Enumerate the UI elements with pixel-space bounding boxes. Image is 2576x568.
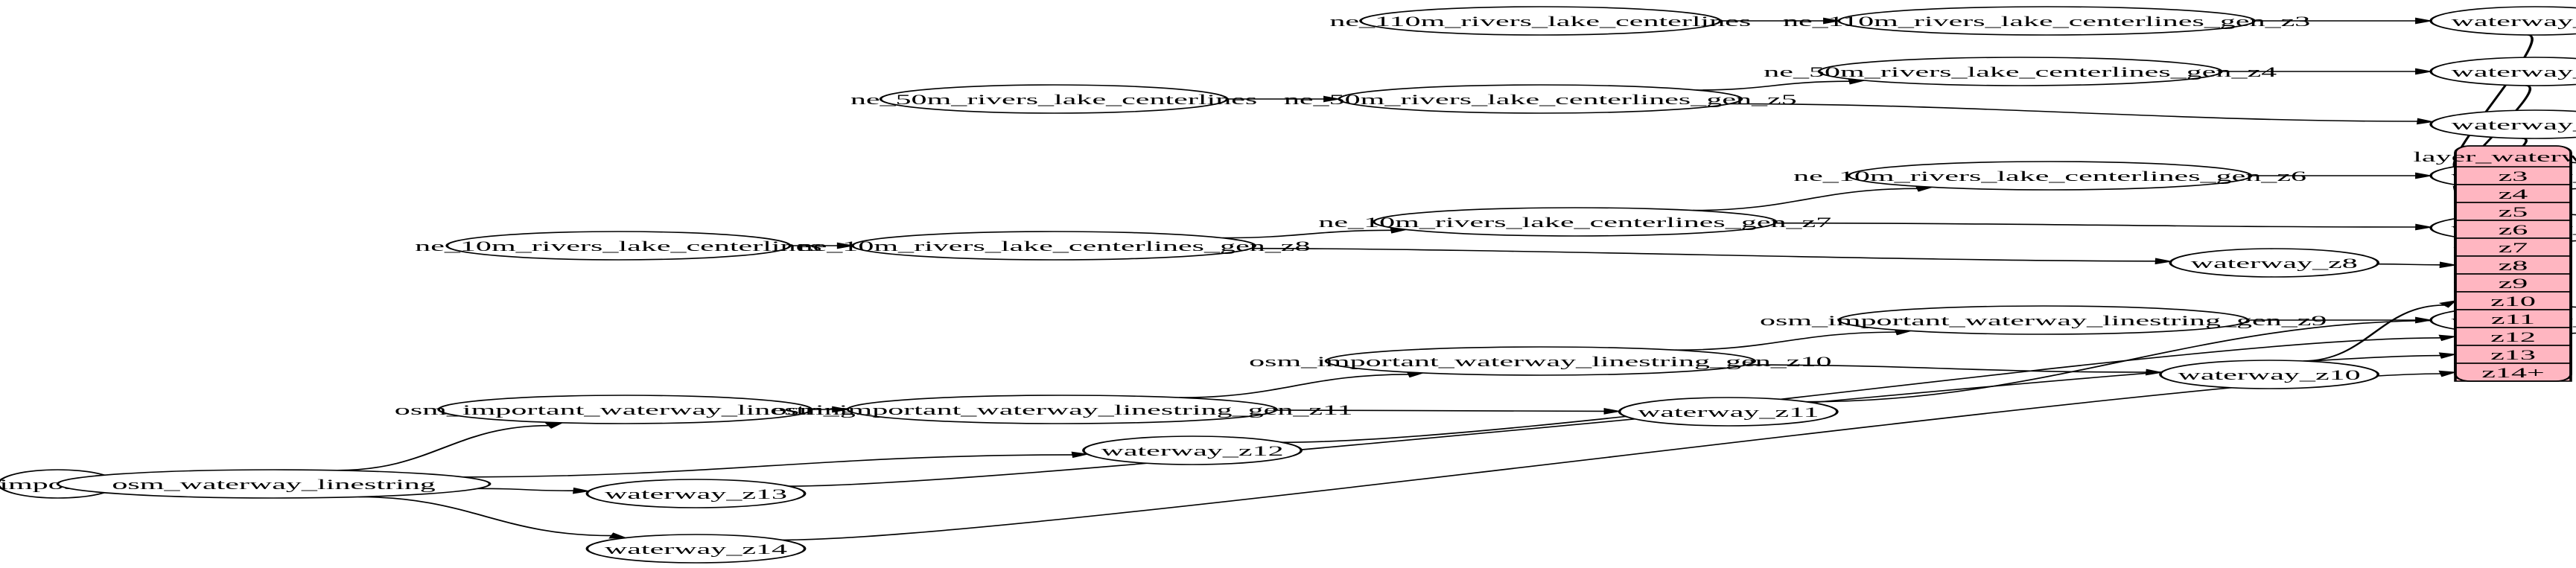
node-osm_important_waterway_linestring_gen_z9[interactable]: osm_important_waterway_linestring_gen_z9 [1760, 305, 2327, 335]
edge-ne_10m_rivers_lake_centerlines_gen_z8-to-waterway_z8 [1250, 247, 2156, 262]
layer-waterway-table-border [2454, 145, 2572, 382]
layer-waterway-row-z11[interactable] [2454, 309, 2572, 328]
node-waterway_z10[interactable]: waterway_z10 [2159, 360, 2380, 389]
edge-arrowhead-ne_10m_rivers_lake_centerlines_gen_z6-to-waterway_z6 [2415, 172, 2434, 179]
node-shape-ne_10m_rivers_lake_centerlines_gen_z8 [851, 231, 1256, 261]
edge-waterway_z8-to-layer_waterway.z8 [2377, 263, 2440, 266]
edge-waterway_z10-to-layer_waterway.z10 [2303, 304, 2445, 362]
node-waterway_z3[interactable]: waterway_z3 [2429, 6, 2576, 36]
layer-waterway-row-z12[interactable] [2454, 327, 2572, 346]
node-shape-waterway_z5 [2429, 109, 2576, 139]
edge-waterway_z12-to-layer_waterway.z12 [1282, 337, 2441, 443]
node-shape-waterway_z14 [585, 534, 807, 564]
node-shape-ne_10m_rivers_lake_centerlines_gen_z7 [1372, 207, 1778, 237]
node-ne_10m_rivers_lake_centerlines_gen_z8[interactable]: ne_10m_rivers_lake_centerlines_gen_z8 [798, 231, 1311, 261]
node-shape-waterway_z8 [2169, 248, 2380, 278]
node-shape-osm_waterway_linestring [56, 469, 492, 499]
node-shape-ne_110m_rivers_lake_centerlines_gen_z3 [1837, 6, 2256, 36]
node-shape-waterway_z4 [2429, 57, 2576, 86]
layer-waterway-row-z10[interactable] [2454, 291, 2572, 310]
edge-ne_10m_rivers_lake_centerlines_gen_z7-to-ne_10m_rivers_lake_centerlines_gen_z6 [1693, 188, 1918, 211]
layer-waterway-row-z9[interactable] [2454, 273, 2572, 293]
edge-arrowhead-osm_important_waterway_linestring_gen_z11-to-waterway_z11 [1603, 408, 1622, 415]
layer-waterway-row-z3[interactable] [2454, 166, 2572, 185]
edge-ne_50m_rivers_lake_centerlines_gen_z5-to-waterway_z5 [1729, 103, 2418, 122]
edge-arrowhead-ne_10m_rivers_lake_centerlines_gen_z8-to-waterway_z8 [2154, 258, 2173, 265]
layer-waterway-row-z4[interactable] [2454, 184, 2572, 203]
edge-osm_important_waterway_linestring_gen_z10-to-waterway_z10 [1746, 364, 2147, 373]
edge-arrowhead-waterway_z12-to-layer_waterway.z12 [2438, 334, 2458, 342]
node-shape-waterway_z10 [2159, 360, 2380, 389]
node-shape-osm_important_waterway_linestring [437, 395, 813, 424]
edge-arrowhead-ne_110m_rivers_lake_centerlines-to-ne_110m_rivers_lake_centerlines_gen_z3 [1823, 17, 1842, 25]
edge-arrowhead-osm_important_waterway_linestring-to-osm_important_waterway_linestring_gen_z11 [832, 406, 850, 413]
layer-waterway-row-z13[interactable] [2454, 345, 2572, 364]
node-shape-ne_50m_rivers_lake_centerlines [879, 84, 1229, 114]
node-shape-ne_10m_rivers_lake_centerlines [445, 231, 792, 261]
node-shape-ne_50m_rivers_lake_centerlines_gen_z5 [1338, 84, 1743, 114]
edge-osm_important_waterway_linestring_gen_z11-to-waterway_z11 [1276, 409, 1605, 412]
node-shape-ne_50m_rivers_lake_centerlines_gen_z4 [1817, 57, 2223, 86]
node-waterway_z14[interactable]: waterway_z14 [585, 534, 807, 564]
node-osm_important_waterway_linestring_gen_z10[interactable]: osm_important_waterway_linestring_gen_z1… [1249, 346, 1832, 376]
node-shape-osm_important_waterway_linestring_gen_z9 [1837, 305, 2250, 335]
node-waterway_z13[interactable]: waterway_z13 [585, 479, 807, 508]
node-osm_important_waterway_linestring_gen_z11[interactable]: osm_important_waterway_linestring_gen_z1… [772, 395, 1353, 424]
edge-osm_waterway_linestring-to-waterway_z14 [358, 496, 612, 537]
node-waterway_z8[interactable]: waterway_z8 [2169, 248, 2380, 278]
node-ne_110m_rivers_lake_centerlines[interactable]: ne_110m_rivers_lake_centerlines [1329, 6, 1751, 36]
edge-arrowhead-ne_50m_rivers_lake_centerlines_gen_z4-to-waterway_z4 [2415, 68, 2434, 75]
edge-arrowhead-ne_110m_rivers_lake_centerlines_gen_z3-to-waterway_z3 [2415, 17, 2434, 25]
node-waterway_z4[interactable]: waterway_z4 [2429, 57, 2576, 86]
edge-osm_important_waterway_linestring_gen_z10-to-osm_important_waterway_linestring_gen_z9 [1675, 331, 1897, 351]
edge-osm_waterway_linestring-to-osm_important_waterway_linestring [337, 424, 549, 471]
edge-arrowhead-ne_10m_rivers_lake_centerlines-to-ne_10m_rivers_lake_centerlines_gen_z8 [836, 242, 855, 249]
edge-arrowhead-waterway_z13-to-layer_waterway.z13 [2438, 352, 2458, 359]
layer-waterway-row-z6[interactable] [2454, 220, 2572, 239]
edge-arrowhead-waterway_z8-to-layer_waterway.z8 [2439, 261, 2458, 269]
node-shape-ne_10m_rivers_lake_centerlines_gen_z6 [1847, 161, 2253, 191]
node-shape-osm_important_waterway_linestring_gen_z10 [1324, 346, 1756, 376]
edge-arrowhead-osm_waterway_linestring-to-waterway_z13 [572, 487, 591, 494]
edge-arrowhead-osm_waterway_linestring-to-waterway_z14 [608, 532, 628, 539]
node-ne_50m_rivers_lake_centerlines[interactable]: ne_50m_rivers_lake_centerlines [850, 84, 1257, 114]
node-ne_110m_rivers_lake_centerlines_gen_z3[interactable]: ne_110m_rivers_lake_centerlines_gen_z3 [1783, 6, 2310, 36]
node-ne_10m_rivers_lake_centerlines_gen_z6[interactable]: ne_10m_rivers_lake_centerlines_gen_z6 [1793, 161, 2306, 191]
edge-arrowhead-osm_waterway_linestring-to-waterway_z12 [1071, 451, 1090, 459]
node-osm_waterway_linestring[interactable]: osm_waterway_linestring [56, 469, 492, 499]
layer-waterway-row-z5[interactable] [2454, 202, 2572, 221]
node-waterway_z11[interactable]: waterway_z11 [1618, 397, 1839, 427]
edge-arrowhead-ne_50m_rivers_lake_centerlines-to-ne_50m_rivers_lake_centerlines_gen_z5 [1323, 95, 1342, 103]
node-shape-waterway_z11 [1618, 397, 1839, 427]
edge-osm_waterway_linestring-to-waterway_z13 [477, 488, 574, 491]
node-shape-waterway_z12 [1082, 435, 1303, 465]
layer-waterway-row-z7[interactable] [2454, 237, 2572, 257]
layer-waterway-row-z8[interactable] [2454, 255, 2572, 275]
edge-ne_10m_rivers_lake_centerlines_gen_z7-to-waterway_z7 [1775, 222, 2417, 228]
node-waterway_z12[interactable]: waterway_z12 [1082, 435, 1303, 465]
edge-arrowhead-osm_waterway_linestring-to-osm_important_waterway_linestring [544, 422, 565, 429]
node-shape-waterway_z3 [2429, 6, 2576, 36]
node-ne_10m_rivers_lake_centerlines[interactable]: ne_10m_rivers_lake_centerlines [415, 231, 822, 261]
layer-waterway-table: layer_waterwayz3z4z5z6z7z8z9z10z11z12z13… [2413, 145, 2576, 382]
edge-osm_waterway_linestring-to-waterway_z12 [462, 454, 1073, 478]
edge-osm_important_waterway_linestring_gen_z11-to-osm_important_waterway_linestring_gen_z10 [1179, 374, 1409, 398]
node-shape-waterway_z13 [585, 479, 807, 508]
layer-waterway-row-z14+[interactable] [2454, 363, 2572, 382]
edge-arrowhead-waterway_z14-to-layer_waterway.z14+ [2438, 370, 2458, 377]
node-shape-ne_110m_rivers_lake_centerlines [1359, 6, 1722, 36]
node-shape-osm_important_waterway_linestring_gen_z11 [846, 395, 1278, 424]
edge-arrowhead-waterway_z10-to-layer_waterway.z10 [2438, 300, 2458, 308]
edge-arrowhead-ne_50m_rivers_lake_centerlines_gen_z5-to-waterway_z5 [2416, 118, 2435, 125]
node-osm_important_waterway_linestring[interactable]: osm_important_waterway_linestring [395, 395, 856, 424]
edge-arrowhead-ne_10m_rivers_lake_centerlines_gen_z7-to-waterway_z7 [2415, 223, 2434, 231]
edges-layer [55, 17, 2534, 541]
nodes-layer: imposm3osm_waterway_linestringosm_import… [0, 6, 2576, 564]
node-waterway_z5[interactable]: waterway_z5 [2429, 109, 2576, 139]
edge-ne_50m_rivers_lake_centerlines_gen_z5-to-ne_50m_rivers_lake_centerlines_gen_z4 [1696, 80, 1850, 91]
edge-ne_10m_rivers_lake_centerlines_gen_z8-to-ne_10m_rivers_lake_centerlines_gen_z7 [1222, 229, 1392, 239]
